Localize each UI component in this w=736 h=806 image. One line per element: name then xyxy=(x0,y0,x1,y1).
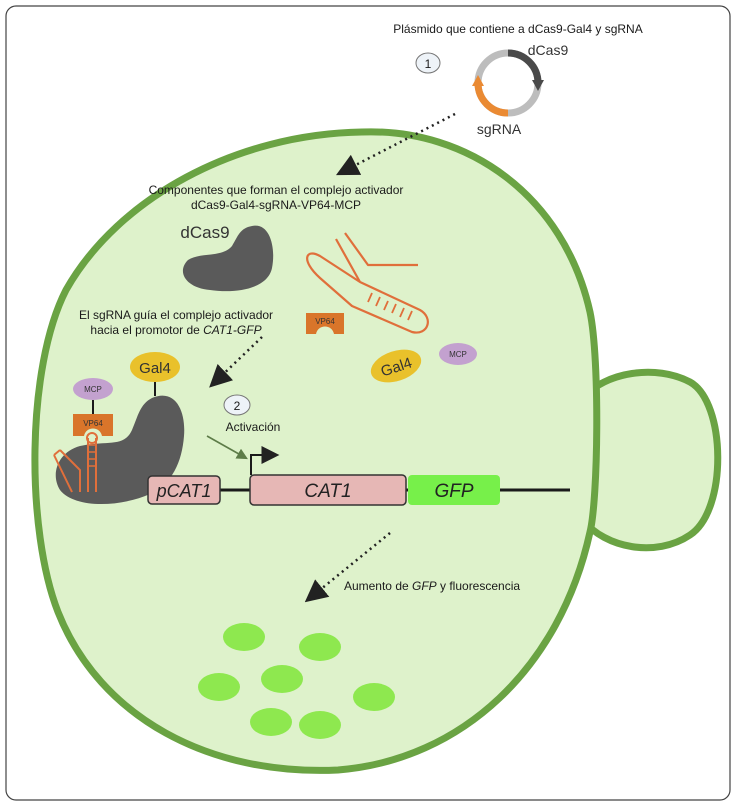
complex-gal4 xyxy=(130,352,180,382)
gene-cassette: pCAT1 CAT1 GFP xyxy=(147,474,500,506)
plasmid-dcas9-segment xyxy=(507,49,542,84)
free-vp64-label: VP64 xyxy=(315,317,335,326)
plasmid: Plásmido que contiene a dCas9-Gal4 y sgR… xyxy=(393,22,642,137)
free-dcas9-protein xyxy=(182,225,274,292)
complex-mcp xyxy=(73,378,113,400)
step-1-number: 1 xyxy=(425,57,432,71)
complex-sgrna-stemloop xyxy=(88,444,96,467)
gfp-spot xyxy=(299,711,341,739)
complex-sgrna-loop xyxy=(86,432,98,444)
gene-gfp-label: GFP xyxy=(434,481,473,502)
promoter-pcat1-label: pCAT1 xyxy=(156,481,212,501)
result-text: Aumento de GFP y fluorescencia xyxy=(344,579,520,593)
free-dcas9-label: dCas9 xyxy=(180,223,229,242)
yeast-cell xyxy=(31,128,722,774)
free-gal4 xyxy=(370,349,422,383)
complex-vp64 xyxy=(73,414,113,436)
guide-arrow xyxy=(209,336,263,388)
complex-sgrna xyxy=(53,438,97,493)
components-title-line2: dCas9-Gal4-sgRNA-VP64-MCP xyxy=(191,198,361,212)
gfp-spot xyxy=(250,708,292,736)
gfp-spot xyxy=(223,623,265,651)
cell-bud xyxy=(580,368,722,552)
free-sgrna xyxy=(306,232,429,334)
complex-gal4-label: Gal4 xyxy=(139,360,171,377)
expression-arrow xyxy=(304,532,391,603)
gfp-fluorescence xyxy=(198,623,395,739)
plasmid-dcas9-arrow xyxy=(532,80,544,91)
free-components: dCas9 VP64 Gal4 MCP xyxy=(180,223,477,383)
step-2-number: 2 xyxy=(234,399,241,413)
free-mcp-label: MCP xyxy=(449,350,467,359)
plasmid-dcas9-label: dCas9 xyxy=(528,42,569,58)
plasmid-sgrna-segment xyxy=(474,82,509,117)
plasmid-title: Plásmido que contiene a dCas9-Gal4 y sgR… xyxy=(393,22,642,36)
free-mcp xyxy=(439,343,477,365)
guide-text-line1: El sgRNA guía el complejo activador xyxy=(79,308,273,322)
gfp-spot xyxy=(353,683,395,711)
cell-body xyxy=(31,128,601,774)
plasmid-sgrna-label: sgRNA xyxy=(477,121,522,137)
step-badge-2: 2 xyxy=(223,394,251,416)
gene-gfp xyxy=(408,475,500,505)
gfp-spot xyxy=(198,673,240,701)
components-title-line1: Componentes que forman el complejo activ… xyxy=(149,183,404,197)
guide-text-line2: hacia el promotor de CAT1-GFP xyxy=(90,323,261,337)
step-badge-1: 1 xyxy=(415,52,441,74)
gfp-spot xyxy=(261,665,303,693)
activation-arrow xyxy=(206,435,248,460)
complex-mcp-label: MCP xyxy=(84,385,102,394)
gene-cat1 xyxy=(249,474,407,506)
gene-cat1-label: CAT1 xyxy=(304,481,351,502)
gfp-spot xyxy=(299,633,341,661)
free-vp64 xyxy=(306,313,344,334)
complex-vp64-label: VP64 xyxy=(83,419,103,428)
free-sgrna-stemloop xyxy=(367,292,413,321)
promoter-pcat1 xyxy=(147,475,221,505)
transcription-start-arrow xyxy=(250,446,280,475)
plasmid-sgrna-arrow xyxy=(472,75,484,86)
activation-label: Activación xyxy=(226,420,281,434)
